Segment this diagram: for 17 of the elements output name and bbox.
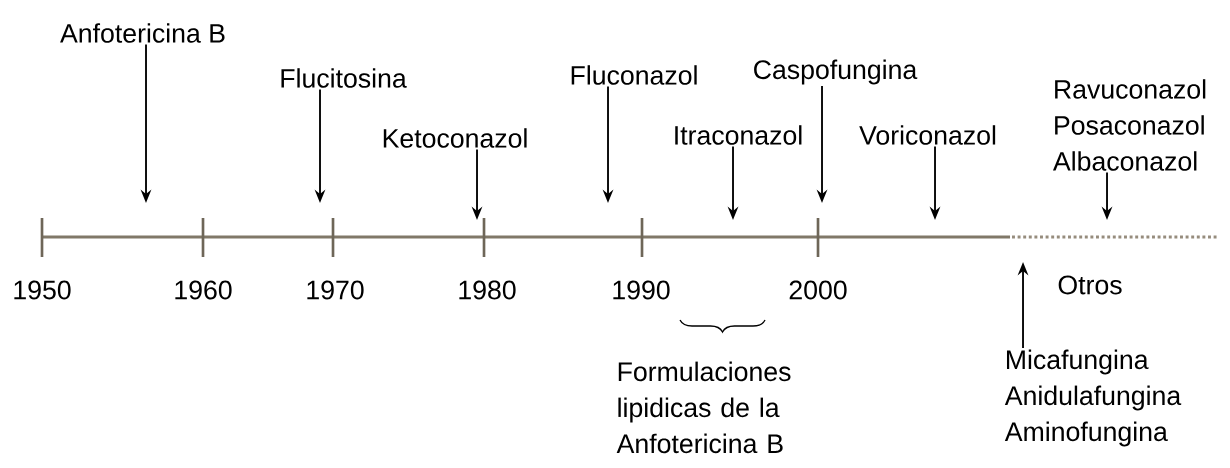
drug-label: Caspofungina (754, 59, 918, 85)
year-label: 1990 (613, 280, 670, 300)
drug-label: Anfotericina B (60, 23, 225, 43)
drug-label: Fluconazol (571, 65, 697, 85)
drug-label: Voriconazol (859, 125, 996, 145)
drug-label: Itraconazol (675, 125, 802, 145)
drug-label: Micafungina Anidulafungina Aminofungina (1004, 349, 1182, 447)
year-label: 1980 (459, 280, 516, 300)
period-label: Otros (1058, 275, 1122, 295)
year-label: 1950 (14, 280, 71, 300)
year-label: 1970 (307, 280, 364, 300)
drug-label: Flucitosina (281, 68, 407, 88)
year-label: 1960 (175, 280, 232, 300)
drug-label: Ketoconazol (383, 128, 527, 148)
brace-label: Formulaciones lipidicas de la Anfotericina B (616, 361, 791, 454)
drug-label: Ravuconazol Posaconazol Albaconazol (1052, 79, 1206, 171)
year-label: 2000 (789, 280, 847, 300)
